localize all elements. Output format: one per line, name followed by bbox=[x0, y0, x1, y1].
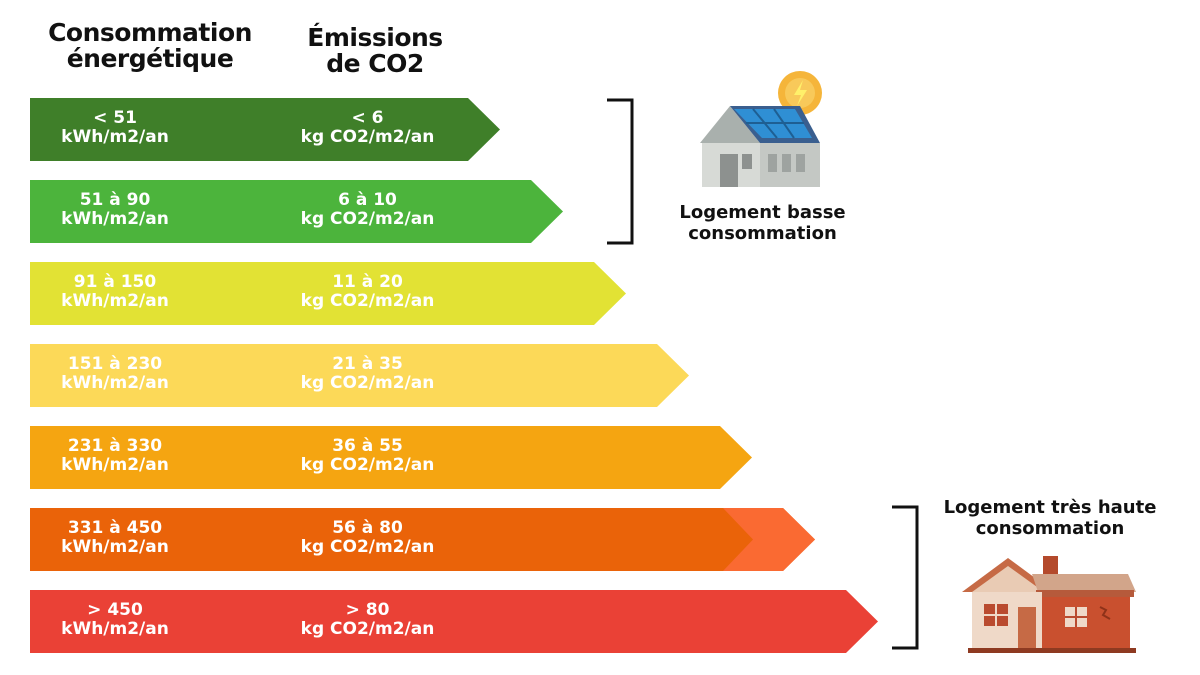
band-1-energy-value-line-2: kWh/m2/an bbox=[61, 127, 169, 147]
band-5-energy-value-line-2: kWh/m2/an bbox=[61, 455, 169, 475]
band-6-energy-value-line-2: kWh/m2/an bbox=[61, 537, 169, 557]
band-4-co2-value-line-1: 21 à 35 bbox=[332, 354, 403, 374]
energy-band-arrow-7 bbox=[30, 590, 878, 653]
energy-band-arrow-4 bbox=[30, 344, 689, 407]
band-7-energy-value-line-2: kWh/m2/an bbox=[61, 619, 169, 639]
band-3-energy-value-line-2: kWh/m2/an bbox=[61, 291, 169, 311]
low-consumption-bracket bbox=[607, 98, 634, 245]
energy-band-arrow-5 bbox=[30, 426, 752, 489]
band-5-co2-value-line-2: kg CO2/m2/an bbox=[300, 455, 435, 475]
band-7-co2-value-line-1: > 80 bbox=[345, 600, 390, 620]
band-7-energy-value-line-1: > 450 bbox=[87, 600, 143, 620]
co2-header-line-1: Émissions bbox=[307, 23, 443, 52]
band-6-co2-value-line-1: 56 à 80 bbox=[332, 518, 403, 538]
energy-band-arrow-2 bbox=[30, 180, 563, 243]
band-2-energy-value-line-2: kWh/m2/an bbox=[61, 209, 169, 229]
band-4-co2-value-line-2: kg CO2/m2/an bbox=[300, 373, 435, 393]
old-brick-house-icon bbox=[962, 556, 1136, 653]
low-label-line-1: Logement basse bbox=[679, 202, 846, 223]
band-4-energy-value-line-2: kWh/m2/an bbox=[61, 373, 169, 393]
band-7-co2-value-line-2: kg CO2/m2/an bbox=[300, 619, 435, 639]
low-consumption-label: Logement basse consommation bbox=[660, 202, 865, 244]
high-consumption-bracket bbox=[892, 505, 919, 650]
energy-band-arrow-1 bbox=[30, 98, 500, 161]
energy-header-line-1: Consommation bbox=[48, 18, 252, 47]
co2-header-line-2: de CO2 bbox=[326, 49, 424, 78]
high-label-line-1: Logement très haute bbox=[943, 497, 1157, 518]
low-label-line-2: consommation bbox=[688, 223, 837, 244]
energy-header-line-2: énergétique bbox=[66, 44, 234, 73]
band-4-energy-value-line-1: 151 à 230 bbox=[67, 354, 163, 374]
band-1-co2-value-line-1: < 6 bbox=[351, 108, 384, 128]
high-consumption-label: Logement très haute consommation bbox=[925, 497, 1175, 539]
band-1-co2-value-line-2: kg CO2/m2/an bbox=[300, 127, 435, 147]
solar-house-icon bbox=[700, 71, 822, 187]
band-5-energy-value-line-1: 231 à 330 bbox=[67, 436, 163, 456]
band-2-energy-value-line-1: 51 à 90 bbox=[79, 190, 151, 210]
band-6-energy-value-line-1: 331 à 450 bbox=[67, 518, 163, 538]
band-3-co2-value-line-2: kg CO2/m2/an bbox=[300, 291, 435, 311]
energy-band-arrow-3 bbox=[30, 262, 626, 325]
band-2-co2-value-line-1: 6 à 10 bbox=[338, 190, 397, 210]
band-1-energy-value-line-1: < 51 bbox=[93, 108, 137, 128]
energy-band-arrow-6 bbox=[30, 508, 815, 571]
energy-column-header: Consommation énergétique bbox=[30, 20, 270, 72]
band-5-co2-value-line-1: 36 à 55 bbox=[332, 436, 403, 456]
band-6-co2-value-line-2: kg CO2/m2/an bbox=[300, 537, 435, 557]
band-3-energy-value-line-1: 91 à 150 bbox=[73, 272, 157, 292]
band-2-co2-value-line-2: kg CO2/m2/an bbox=[300, 209, 435, 229]
high-label-line-2: consommation bbox=[975, 518, 1125, 539]
band-3-co2-value-line-1: 11 à 20 bbox=[332, 272, 403, 292]
co2-column-header: Émissions de CO2 bbox=[280, 25, 470, 77]
